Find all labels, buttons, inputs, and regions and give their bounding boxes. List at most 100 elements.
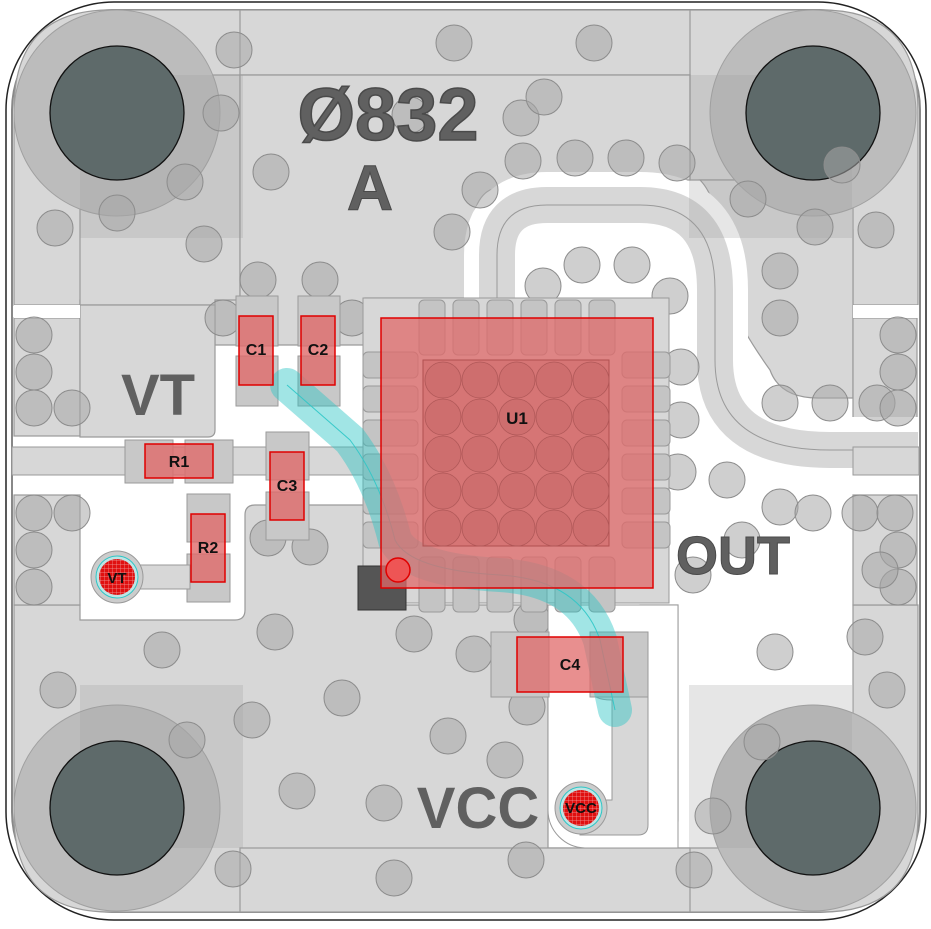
via	[98, 194, 136, 232]
via	[846, 618, 884, 656]
via	[879, 353, 917, 391]
u1-thermal-via	[498, 472, 536, 510]
via	[301, 261, 339, 299]
u1-thermal-via	[461, 361, 499, 399]
via	[15, 531, 53, 569]
component-u1[interactable]: U1	[380, 317, 654, 589]
u1-thermal-via	[461, 472, 499, 510]
u1-thermal-via	[572, 361, 610, 399]
u1-thermal-via	[424, 509, 462, 547]
revision-label: A	[347, 152, 393, 224]
u1-thermal-via	[498, 509, 536, 547]
via	[525, 78, 563, 116]
u1-thermal-via	[461, 435, 499, 473]
via	[233, 701, 271, 739]
via	[796, 208, 834, 246]
via	[15, 316, 53, 354]
via	[239, 261, 277, 299]
via	[761, 299, 799, 337]
via	[708, 461, 746, 499]
out-silk-label: OUT	[676, 526, 790, 586]
via	[15, 389, 53, 427]
via	[694, 797, 732, 835]
via	[429, 717, 467, 755]
test-point-vcc[interactable]: VCC	[554, 781, 608, 835]
via	[365, 784, 403, 822]
component-r1[interactable]: R1	[144, 443, 214, 479]
mount-hole-bottom-left	[13, 685, 243, 912]
component-c2[interactable]: C2	[300, 315, 336, 386]
u1-thermal-via	[572, 472, 610, 510]
u1-thermal-via	[461, 398, 499, 436]
via	[743, 723, 781, 761]
via	[461, 171, 499, 209]
component-r2[interactable]: R2	[190, 513, 226, 583]
via	[861, 551, 899, 589]
rf-trace-edge	[496, 204, 918, 451]
u1-thermal-via	[572, 509, 610, 547]
via	[278, 772, 316, 810]
component-c3[interactable]: C3	[269, 451, 305, 521]
via	[674, 556, 712, 594]
u1-pin1-dot	[385, 557, 411, 583]
via	[39, 671, 77, 709]
gap-vt-left	[14, 305, 80, 318]
component-label-r2: R2	[198, 540, 219, 557]
test-point-vt[interactable]: VT	[90, 550, 144, 604]
via	[185, 225, 223, 263]
u1-thermal-via	[535, 361, 573, 399]
via	[507, 841, 545, 879]
vcc-silk-label: VCC	[417, 776, 539, 841]
via	[15, 568, 53, 606]
via	[658, 144, 696, 182]
via	[868, 671, 906, 709]
via	[214, 850, 252, 888]
u1-thermal-via	[535, 398, 573, 436]
via	[256, 613, 294, 651]
via	[563, 246, 601, 284]
via	[202, 94, 240, 132]
via	[794, 494, 832, 532]
u1-thermal-via	[572, 435, 610, 473]
component-c1[interactable]: C1	[238, 315, 274, 386]
via-group	[15, 24, 917, 897]
u1-thermal-via	[424, 398, 462, 436]
via	[143, 631, 181, 669]
via	[823, 146, 861, 184]
component-label-c2: C2	[308, 342, 329, 359]
u1-thermal-via	[424, 435, 462, 473]
component-label-c3: C3	[277, 478, 298, 495]
via	[756, 633, 794, 671]
u1-thermal-via	[498, 361, 536, 399]
via	[433, 213, 471, 251]
via	[761, 384, 799, 422]
component-label-u1: U1	[506, 409, 528, 428]
via	[879, 389, 917, 427]
bottom-strip	[239, 847, 691, 913]
via	[166, 163, 204, 201]
u1-thermal-via	[535, 472, 573, 510]
part-number-label: Ø832	[297, 73, 478, 156]
u1-thermal-via	[535, 509, 573, 547]
via	[876, 494, 914, 532]
via	[53, 389, 91, 427]
u1-thermal-via	[572, 398, 610, 436]
via	[723, 521, 761, 559]
via	[811, 384, 849, 422]
gap-out-right	[853, 305, 919, 318]
via	[15, 494, 53, 532]
u1-thermal-via	[424, 472, 462, 510]
u1-thermal-via	[535, 435, 573, 473]
u1-thermal-via	[498, 398, 536, 436]
u1-thermal-via	[461, 509, 499, 547]
via	[504, 142, 542, 180]
via	[879, 316, 917, 354]
u1-thermal-via	[424, 361, 462, 399]
via	[53, 494, 91, 532]
via	[575, 24, 613, 62]
via	[375, 859, 413, 897]
u1-thermal-via	[498, 435, 536, 473]
via	[323, 679, 361, 717]
component-c4[interactable]: C4	[516, 636, 624, 693]
